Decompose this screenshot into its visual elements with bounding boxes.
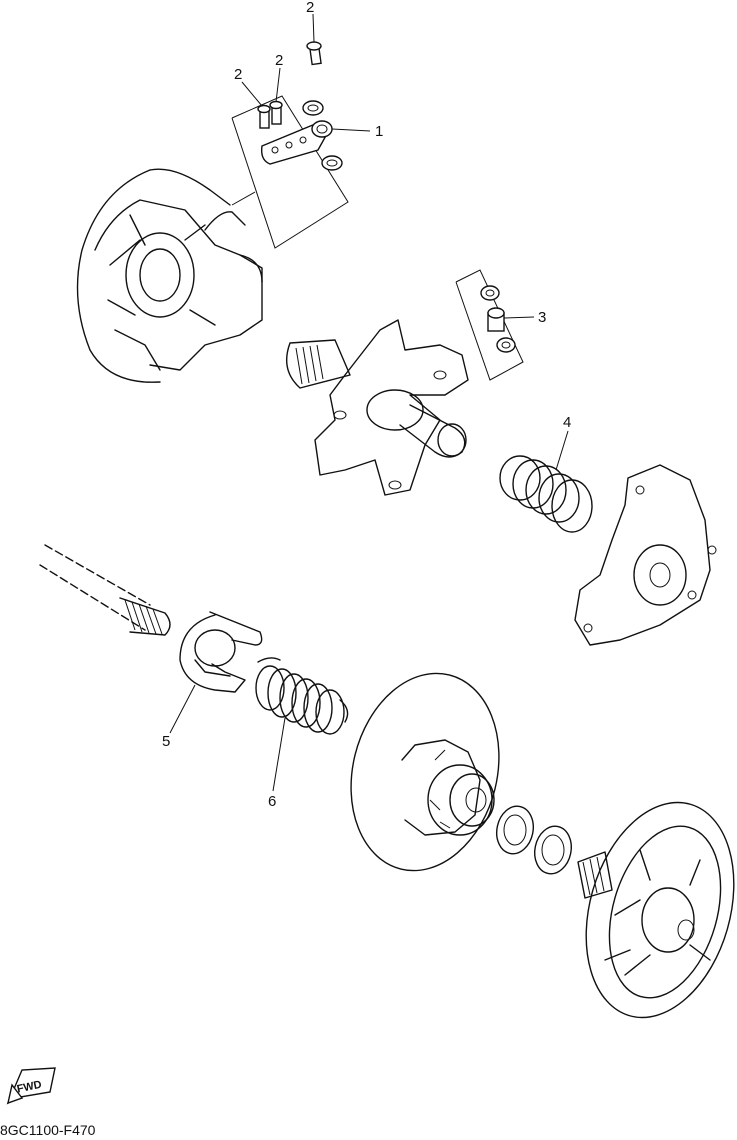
ring-lower bbox=[321, 155, 343, 171]
callout-6: 6 bbox=[268, 793, 276, 810]
ring-upper bbox=[302, 100, 324, 116]
collar-lower bbox=[496, 337, 516, 353]
spider-shaft-assembly bbox=[286, 319, 469, 496]
roller-part-1 bbox=[311, 120, 333, 138]
cover-plate bbox=[574, 464, 717, 646]
bolt-part-2-top bbox=[306, 41, 322, 66]
bracket-group-1-2 bbox=[231, 41, 349, 249]
fixed-sheave-rear bbox=[577, 801, 735, 1019]
fwd-arrow-icon: FWD bbox=[6, 1067, 56, 1105]
callout-4: 4 bbox=[563, 414, 571, 431]
bolt-part-2-left bbox=[257, 104, 271, 129]
callout-2-left: 2 bbox=[234, 66, 242, 83]
bushing-part-3 bbox=[487, 307, 505, 332]
bolt-part-2-mid bbox=[269, 100, 283, 125]
movable-sheave-disc bbox=[350, 672, 500, 872]
callout-1: 1 bbox=[375, 123, 383, 140]
collar-upper bbox=[480, 285, 500, 301]
cam-part-5 bbox=[179, 611, 263, 693]
callout-5: 5 bbox=[162, 733, 170, 750]
washer-right bbox=[533, 825, 573, 875]
diagram-code: 8GC1100-F470 bbox=[0, 1122, 96, 1138]
washer-left bbox=[495, 805, 535, 855]
callout-labels: 2 2 2 1 3 4 5 6 bbox=[162, 0, 571, 810]
callout-3: 3 bbox=[538, 309, 546, 326]
spring-part-6 bbox=[255, 657, 349, 735]
fwd-label: FWD bbox=[16, 1079, 43, 1096]
primary-sheave-housing bbox=[76, 168, 263, 383]
spring-part-4 bbox=[499, 455, 593, 533]
drive-shaft bbox=[39, 544, 171, 636]
washer-pair bbox=[495, 805, 573, 875]
bracket-group-3 bbox=[455, 269, 524, 381]
callout-2-top: 2 bbox=[306, 0, 314, 16]
callout-2-mid: 2 bbox=[275, 52, 283, 69]
